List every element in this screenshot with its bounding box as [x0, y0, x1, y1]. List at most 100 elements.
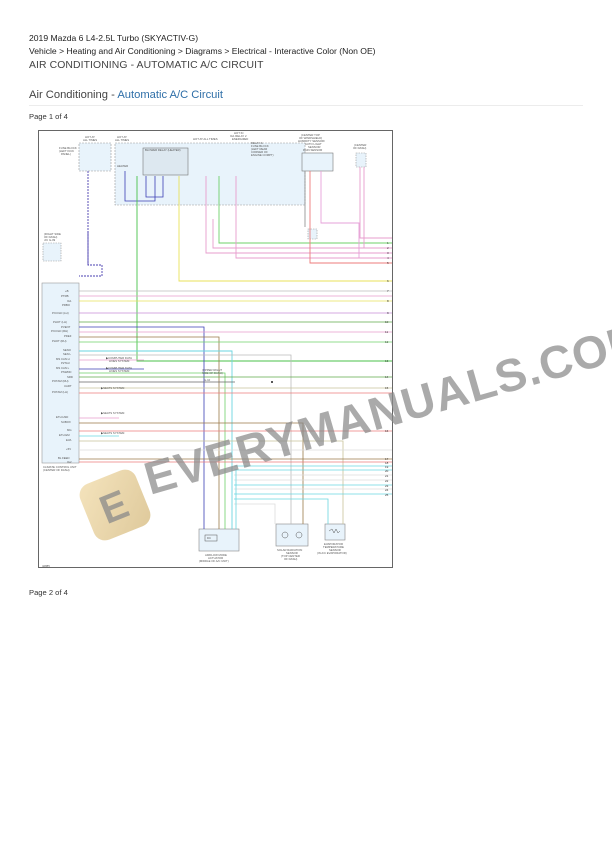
svg-text:ETH HSD: ETH HSD: [56, 415, 68, 419]
svg-text:SENSOR/: SENSOR/: [308, 145, 321, 149]
svg-text:▶SEATS SYSTEM: ▶SEATS SYSTEM: [101, 431, 125, 435]
svg-text:SENO: SENO: [63, 348, 72, 352]
svg-text:12: 12: [385, 340, 389, 344]
svg-text:ENGINE COMPT): ENGINE COMPT): [251, 153, 274, 157]
svg-text:BL FEED: BL FEED: [58, 456, 70, 460]
svg-text:MS CAN H: MS CAN H: [56, 357, 70, 361]
svg-text:16: 16: [385, 429, 389, 433]
vehicle-title: 2019 Mazda 6 L4-2.5L Turbo (SKYACTIV-G): [29, 33, 199, 43]
svg-text:SUBOX: SUBOX: [61, 420, 71, 424]
svg-text:AIRFLOW MODE: AIRFLOW MODE: [205, 553, 227, 557]
svg-text:7: 7: [387, 289, 389, 293]
svg-text:PHOT (RH): PHOT (RH): [52, 339, 66, 343]
svg-text:POTAM (RH): POTAM (RH): [52, 379, 68, 383]
svg-text:19: 19: [385, 465, 389, 469]
svg-text:AUTO LIGHT: AUTO LIGHT: [305, 142, 322, 146]
svg-text:25: 25: [385, 493, 389, 497]
svg-text:(LEFT KICK: (LEFT KICK: [59, 149, 74, 153]
svg-text:1: 1: [387, 241, 389, 245]
svg-text:IG1 RELAY 2: IG1 RELAY 2: [230, 134, 247, 138]
svg-text:24: 24: [385, 488, 389, 492]
svg-text:BLOWER RELAY (HEATER): BLOWER RELAY (HEATER): [145, 148, 181, 152]
svg-text:HOT IN: HOT IN: [234, 131, 243, 135]
svg-text:(UPPER RIGHT: (UPPER RIGHT: [202, 368, 222, 372]
svg-text:OF DASH): OF DASH): [44, 235, 57, 239]
svg-text:ACTUATOR: ACTUATOR: [208, 556, 223, 560]
page-title: AIR CONDITIONING - AUTOMATIC A/C CIRCUIT: [29, 60, 264, 71]
page-label-2: Page 2 of 4: [29, 588, 68, 597]
svg-text:HEATER: HEATER: [117, 164, 128, 168]
svg-text:SIDE OF DASH): SIDE OF DASH): [202, 371, 223, 375]
svg-text:P2TAU: P2TAU: [61, 361, 70, 365]
svg-text:HOT AT ALL TIMES: HOT AT ALL TIMES: [193, 137, 218, 141]
svg-text:PRBO: PRBO: [62, 303, 71, 307]
breadcrumb: Vehicle > Heating and Air Conditioning >…: [29, 46, 376, 56]
svg-text:17: 17: [385, 457, 389, 461]
svg-text:(CENTER: (CENTER: [354, 143, 366, 147]
svg-text:SENSOR: SENSOR: [286, 551, 298, 555]
svg-text:OF DASH): OF DASH): [284, 557, 297, 561]
svg-text:IG2: IG2: [67, 460, 72, 464]
svg-text:(CENTER OF DASH): (CENTER OF DASH): [43, 468, 70, 472]
svg-text:OF DASH): OF DASH): [353, 146, 366, 150]
svg-text:+5V: +5V: [66, 447, 71, 451]
svg-text:CORNER OF: CORNER OF: [251, 150, 268, 154]
svg-text:MG: MG: [67, 428, 72, 432]
svg-text:42885: 42885: [42, 564, 50, 568]
svg-text:UART: UART: [64, 384, 72, 388]
svg-text:LINES SYSTEM: LINES SYSTEM: [109, 359, 130, 363]
svg-text:J/C G-09: J/C G-09: [44, 238, 56, 242]
svg-text:P/COLD (LH): P/COLD (LH): [52, 311, 69, 315]
svg-text:SOLAR RADIATION: SOLAR RADIATION: [277, 548, 302, 552]
svg-text:8: 8: [387, 299, 389, 303]
svg-text:9: 9: [387, 311, 389, 315]
svg-text:21: 21: [385, 474, 389, 478]
svg-text:TEMPERATURE: TEMPERATURE: [323, 545, 344, 549]
svg-text:2: 2: [387, 246, 389, 250]
svg-text:PANEL): PANEL): [61, 152, 71, 156]
svg-text:SRD: SRD: [67, 375, 73, 379]
svg-text:MS CAN L: MS CAN L: [56, 366, 70, 370]
svg-text:SENSOR: SENSOR: [329, 548, 341, 552]
svg-text:PVENT: PVENT: [61, 325, 71, 329]
svg-text:FUSE BLOCK: FUSE BLOCK: [251, 144, 269, 148]
wiring-diagram: FUSE BLOCK (LEFT KICK PANEL) HOT AT ALL …: [38, 130, 393, 568]
svg-text:RELAY &: RELAY &: [251, 141, 263, 145]
svg-text:13: 13: [385, 359, 389, 363]
svg-text:PDEF: PDEF: [64, 334, 72, 338]
page-label-1: Page 1 of 4: [29, 112, 68, 121]
svg-text:HUMIDITY SENSOR/: HUMIDITY SENSOR/: [298, 139, 325, 143]
section-link[interactable]: Automatic A/C Circuit: [117, 89, 224, 101]
svg-text:23: 23: [385, 484, 389, 488]
svg-text:PTRB: PTRB: [61, 294, 69, 298]
svg-text:ALL TIMES: ALL TIMES: [83, 138, 97, 142]
svg-text:22: 22: [385, 479, 389, 483]
svg-text:P/COLD (RH): P/COLD (RH): [51, 329, 68, 333]
svg-text:ALL TIMES: ALL TIMES: [115, 138, 129, 142]
section-title: Air Conditioning - Automatic A/C Circuit: [29, 89, 223, 101]
svg-text:G-10: G-10: [204, 378, 211, 382]
svg-text:15: 15: [385, 386, 389, 390]
svg-text:EVAPORATOR: EVAPORATOR: [324, 542, 343, 546]
divider: [29, 105, 583, 106]
svg-text:HOT AT: HOT AT: [117, 135, 127, 139]
svg-text:▶COMPUTER DATA: ▶COMPUTER DATA: [106, 366, 132, 370]
svg-text:LINES SYSTEM: LINES SYSTEM: [109, 369, 130, 373]
svg-text:4: 4: [387, 256, 389, 260]
section-prefix: Air Conditioning -: [29, 89, 118, 101]
svg-text:RAIN SENSOR: RAIN SENSOR: [303, 148, 322, 152]
svg-text:IG1: IG1: [67, 299, 72, 303]
svg-text:14: 14: [385, 375, 389, 379]
svg-text:ETH EM: ETH EM: [59, 433, 70, 437]
svg-text:11: 11: [385, 330, 388, 334]
svg-text:EVA: EVA: [66, 438, 72, 442]
svg-text:CLIMATE CONTROL UNIT: CLIMATE CONTROL UNIT: [43, 465, 77, 469]
svg-text:(MIDDLE OF A/C UNIT): (MIDDLE OF A/C UNIT): [199, 559, 229, 563]
svg-text:ENERGIZED: ENERGIZED: [232, 137, 248, 141]
svg-text:▶COMPUTER DATA: ▶COMPUTER DATA: [106, 356, 132, 360]
svg-text:(RIGHT SIDE: (RIGHT SIDE: [44, 232, 61, 236]
svg-text:6: 6: [387, 279, 389, 283]
svg-text:HOT AT: HOT AT: [85, 135, 95, 139]
svg-text:(CENTER TOP: (CENTER TOP: [301, 133, 320, 137]
svg-text:SEN L: SEN L: [63, 352, 72, 356]
